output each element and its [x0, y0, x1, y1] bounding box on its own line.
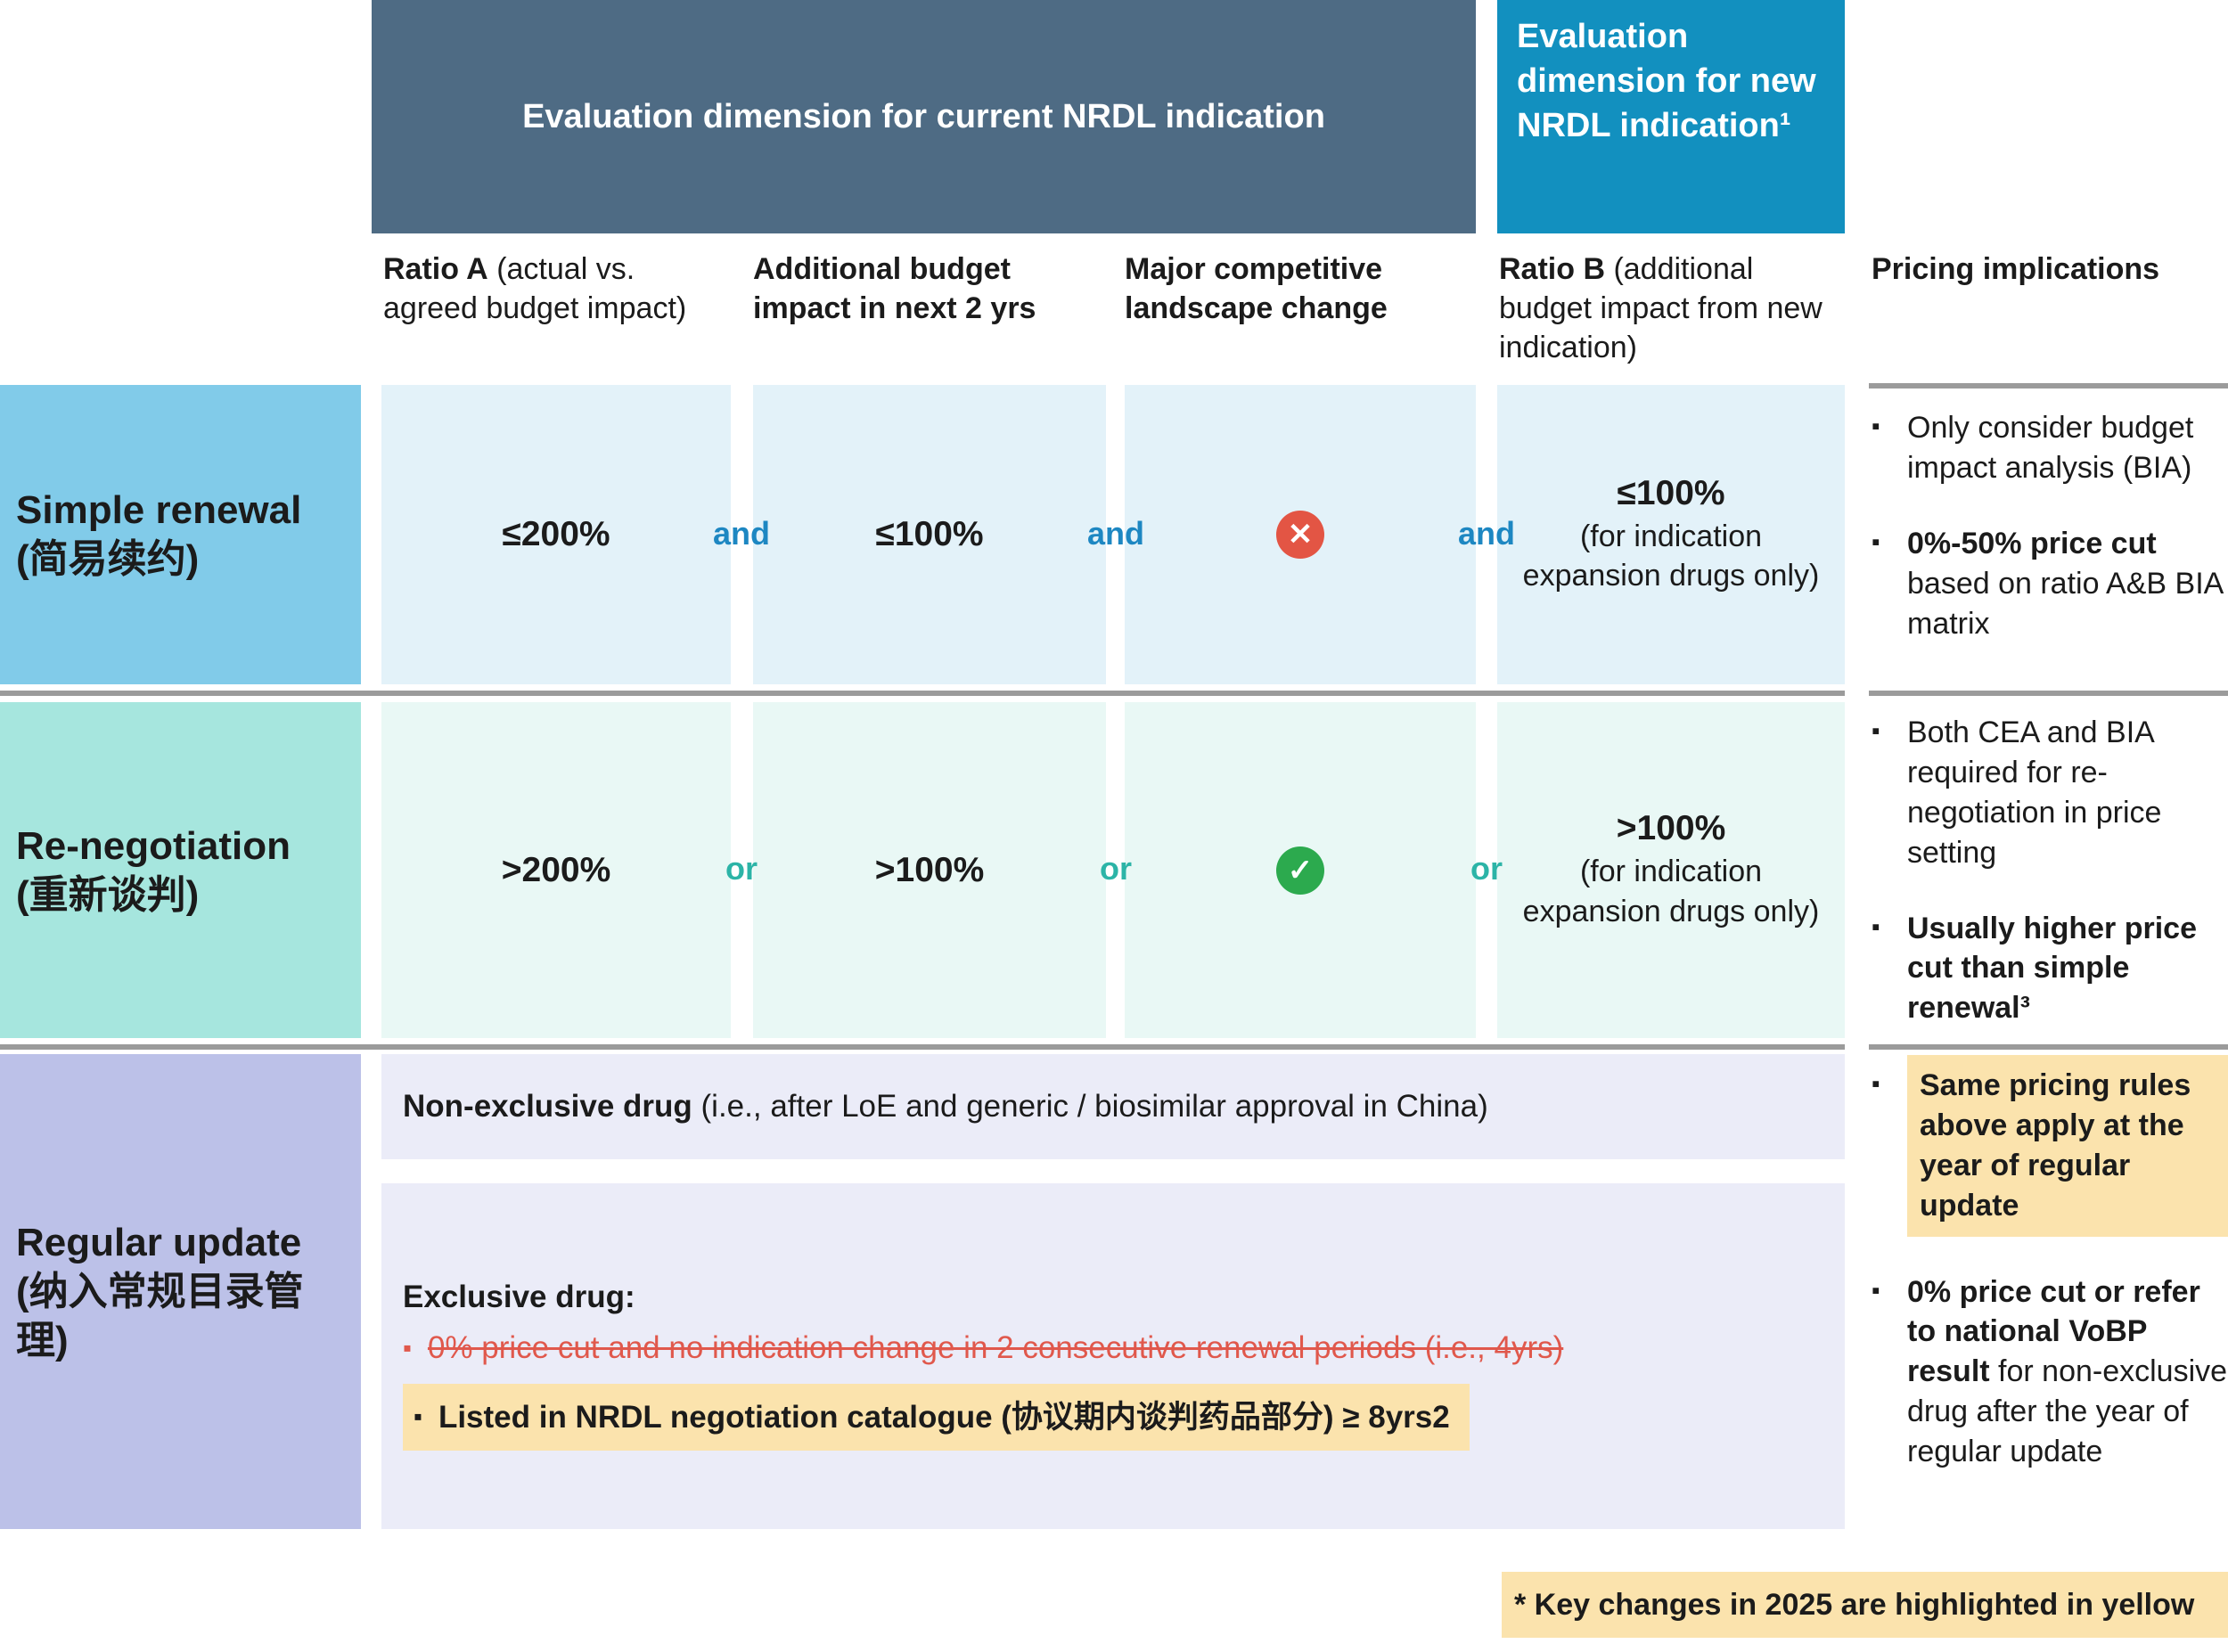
row-divider-1-pricing [1869, 691, 2228, 696]
pricing-bullet: ▪ 0% price cut or refer to national VoBP… [1872, 1272, 2228, 1472]
header-current-nrdl-indication: Evaluation dimension for current NRDL in… [372, 0, 1476, 233]
exclusive-removed-rule: ▪ 0% price cut and no indication change … [403, 1330, 1564, 1366]
square-bullet-icon: ▪ [1872, 1276, 1880, 1304]
column-header-additional-budget: Additional budget impact in next 2 yrs [753, 252, 1036, 326]
square-bullet-icon: ▪ [403, 1333, 412, 1362]
row-label-simple-renewal: Simple renewal (简易续约) [0, 385, 361, 684]
row-label-regular-update: Regular update (纳入常规目录管理) [0, 1054, 361, 1529]
connector-and-2: and [1086, 515, 1144, 552]
cross-circle-icon: ✕ [1276, 511, 1324, 559]
pricing-simple-renewal: ▪ Only consider budget impact analysis (… [1872, 408, 2228, 679]
cell-simple-budget-impact: ≤100% [753, 385, 1106, 684]
panel-exclusive-drug: Exclusive drug: ▪ 0% price cut and no in… [381, 1183, 1845, 1529]
pricing-regular-update: ▪ Same pricing rules above apply at the … [1872, 1055, 2228, 1508]
highlighted-pricing-rule: Same pricing rules above apply at the ye… [1907, 1055, 2228, 1237]
pricing-renegotiation: ▪ Both CEA and BIA required for re-negot… [1872, 713, 2228, 1064]
check-circle-icon: ✓ [1276, 846, 1324, 895]
cell-simple-landscape: ✕ [1125, 385, 1476, 684]
pricing-top-divider [1869, 383, 2228, 388]
connector-and-1: and [712, 515, 770, 552]
cell-simple-ratio-a: ≤200% [381, 385, 731, 684]
column-header-landscape-change: Major competitive landscape change [1125, 252, 1388, 326]
row-divider-1 [0, 691, 1845, 696]
square-bullet-icon: ▪ [1872, 912, 1880, 940]
cell-renegotiation-budget-impact: >100% [753, 702, 1106, 1038]
pricing-bullet: ▪ 0%-50% price cut based on ratio A&B BI… [1872, 524, 2228, 644]
pricing-bullet: ▪ Only consider budget impact analysis (… [1872, 408, 2228, 488]
cell-simple-ratio-b: ≤100% (for indication expansion drugs on… [1497, 385, 1845, 684]
column-header-ratio-b: Ratio B (additional budget impact from n… [1499, 252, 1823, 365]
column-header-pricing-implications: Pricing implications [1872, 252, 2160, 286]
panel-non-exclusive-drug: Non-exclusive drug (i.e., after LoE and … [381, 1054, 1845, 1159]
square-bullet-icon: ▪ [1872, 717, 1880, 744]
connector-or-1: or [725, 850, 758, 887]
cell-renegotiation-ratio-b: >100% (for indication expansion drugs on… [1497, 702, 1845, 1038]
connector-and-3: and [1457, 515, 1515, 552]
exclusive-added-rule: ▪ Listed in NRDL negotiation catalogue (… [403, 1383, 1470, 1451]
column-header-ratio-a: Ratio A (actual vs. agreed budget impact… [383, 252, 687, 326]
row-divider-2-pricing [1869, 1044, 2228, 1050]
connector-or-2: or [1100, 850, 1132, 887]
exclusive-drug-heading: Exclusive drug: [403, 1280, 635, 1314]
header-new-nrdl-label: Evaluation dimension for new NRDL indica… [1517, 18, 1816, 145]
row-divider-2 [0, 1044, 1845, 1050]
connector-or-3: or [1470, 850, 1503, 887]
header-new-nrdl-indication: Evaluation dimension for new NRDL indica… [1497, 0, 1845, 233]
pricing-bullet: ▪ Same pricing rules above apply at the … [1872, 1055, 2228, 1237]
cell-renegotiation-ratio-a: >200% [381, 702, 731, 1038]
square-bullet-icon: ▪ [414, 1403, 422, 1431]
square-bullet-icon: ▪ [1872, 1070, 1880, 1097]
exclusive-added-rule-row: ▪ Listed in NRDL negotiation catalogue (… [403, 1370, 1845, 1451]
square-bullet-icon: ▪ [1872, 413, 1880, 439]
pricing-bullet: ▪ Usually higher price cut than simple r… [1872, 909, 2228, 1029]
square-bullet-icon: ▪ [1872, 527, 1880, 555]
key-changes-note: * Key changes in 2025 are highlighted in… [1502, 1572, 2228, 1638]
pricing-bullet: ▪ Both CEA and BIA required for re-negot… [1872, 713, 2228, 873]
row-label-renegotiation: Re-negotiation (重新谈判) [0, 702, 361, 1038]
cell-renegotiation-landscape: ✓ [1125, 702, 1476, 1038]
header-current-nrdl-label: Evaluation dimension for current NRDL in… [522, 97, 1325, 135]
